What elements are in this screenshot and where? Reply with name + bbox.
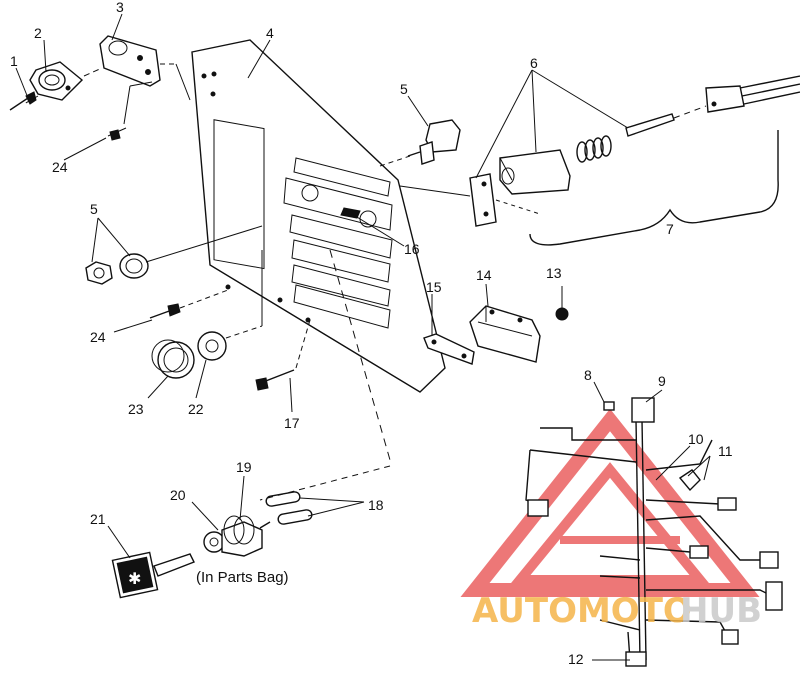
screw-part-24-lower [149,289,229,319]
callout-11: 11 [718,443,733,459]
callout-3: 3 [116,0,124,15]
callout-23: 23 [128,401,144,417]
leader-lines [15,13,711,661]
bracket-part-15 [423,333,475,365]
callout-17: 17 [284,415,300,431]
ignition-ring-part-19 [223,515,271,545]
callout-20: 20 [170,487,186,503]
knob-nut-part-23 [151,339,195,379]
callout-19: 19 [236,459,252,475]
callout-22: 22 [188,401,204,417]
dash-panel [191,39,446,393]
assembly-line-to-bag [329,249,391,461]
callout-1: 1 [10,53,18,69]
plate-part-3 [99,35,161,87]
clips-part-18 [259,465,391,525]
callout-15: 15 [426,279,442,295]
key-part-21: ✱ [111,551,195,599]
watermark-text-part2: HUB [680,591,762,631]
wiring-harness-part-10 [525,397,783,667]
assembly-lines-upper-left [23,63,191,141]
parts-bag-note: (In Parts Bag) [196,569,289,586]
callout-7: 7 [666,221,674,237]
callout-8: 8 [584,367,592,383]
callout-24-upper: 24 [52,159,68,175]
callout-9: 9 [658,373,666,389]
callout-5-switch: 5 [400,81,408,97]
nut-and-lamp-part-5 [85,225,263,285]
washer-part-22 [197,250,263,361]
bezel-part-2 [29,61,84,101]
callout-2: 2 [34,25,42,41]
callout-14: 14 [476,267,492,283]
callout-4: 4 [266,25,274,41]
toggle-switch-part-5 [379,119,461,167]
screw-part-1 [9,91,37,111]
switch-assembly-part-7 [399,75,800,246]
watermark-logo [460,408,760,597]
svg-text:✱: ✱ [128,569,141,588]
callout-10: 10 [688,431,704,447]
callout-18: 18 [368,497,384,513]
watermark-text: AUTOMOTO HUB [472,591,762,631]
callout-12: 12 [568,651,584,667]
callout-6: 6 [530,55,538,71]
watermark-text-part1: AUTOMOTO [472,591,692,631]
callout-24-lower: 24 [90,329,106,345]
callout-13: 13 [546,265,562,281]
callout-16: 16 [404,241,420,257]
callout-labels: 1 2 3 4 5 6 7 8 9 10 11 12 13 14 15 16 1… [10,0,733,667]
bracket-part-14 [469,305,541,363]
screw-part-17 [255,319,311,391]
callout-21: 21 [90,511,106,527]
callout-5-lamp: 5 [90,201,98,217]
nut-part-13 [555,307,569,321]
